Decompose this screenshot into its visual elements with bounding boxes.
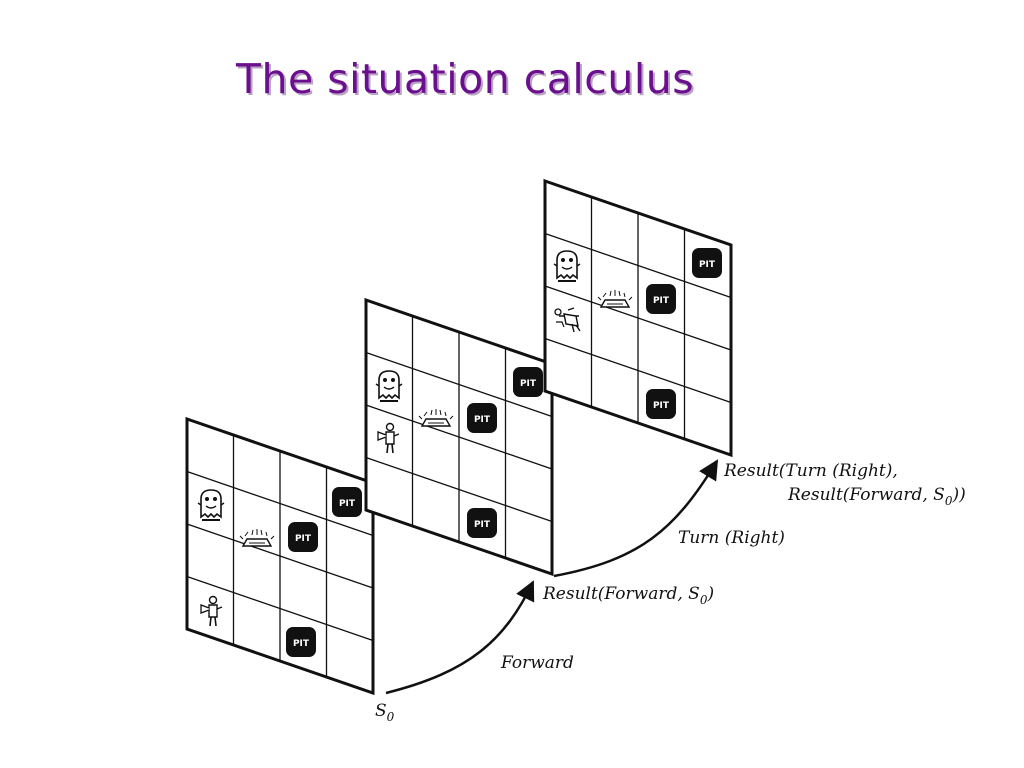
grid-lines [186, 435, 374, 677]
result-turn-label-line2: Result(Forward, S0)) [787, 485, 966, 508]
grid-lines [544, 197, 732, 439]
grid-lines [365, 316, 553, 558]
pit-icon: PIT [513, 367, 543, 397]
pit-icon: PIT [286, 627, 316, 657]
slide-title-text: The situation calculus [235, 55, 695, 103]
svg-text:PIT: PIT [339, 499, 356, 509]
pit-icon: PIT [692, 248, 722, 278]
grid-initial-situation: PIT PIT PIT [185, 416, 375, 696]
svg-text:PIT: PIT [653, 296, 670, 306]
svg-text:PIT: PIT [520, 379, 537, 389]
svg-text:PIT: PIT [293, 639, 310, 649]
grid-after-turn-right: PIT PIT PIT [543, 178, 733, 458]
svg-text:PIT: PIT [474, 520, 491, 530]
grid-after-forward: PIT PIT PIT [364, 297, 554, 577]
svg-text:PIT: PIT [653, 401, 670, 411]
s0-label: S0 [375, 701, 395, 724]
forward-arrow [385, 580, 535, 695]
svg-text:PIT: PIT [295, 534, 312, 544]
forward-label: Forward [500, 653, 574, 673]
pit-icon: PIT [332, 487, 362, 517]
svg-text:PIT: PIT [699, 260, 716, 270]
pit-icon: PIT [646, 389, 676, 419]
pit-icon: PIT [467, 403, 497, 433]
svg-text:PIT: PIT [474, 415, 491, 425]
result-forward-label: Result(Forward, S0) [542, 584, 714, 607]
turn-right-label: Turn (Right) [678, 528, 785, 548]
turn-right-arrow [553, 459, 719, 578]
pit-icon: PIT [288, 522, 318, 552]
pit-icon: PIT [467, 508, 497, 538]
slide-title: The situation calculus [0, 55, 1024, 103]
pit-icon: PIT [646, 284, 676, 314]
result-turn-label-line1: Result(Turn (Right), [723, 461, 898, 481]
